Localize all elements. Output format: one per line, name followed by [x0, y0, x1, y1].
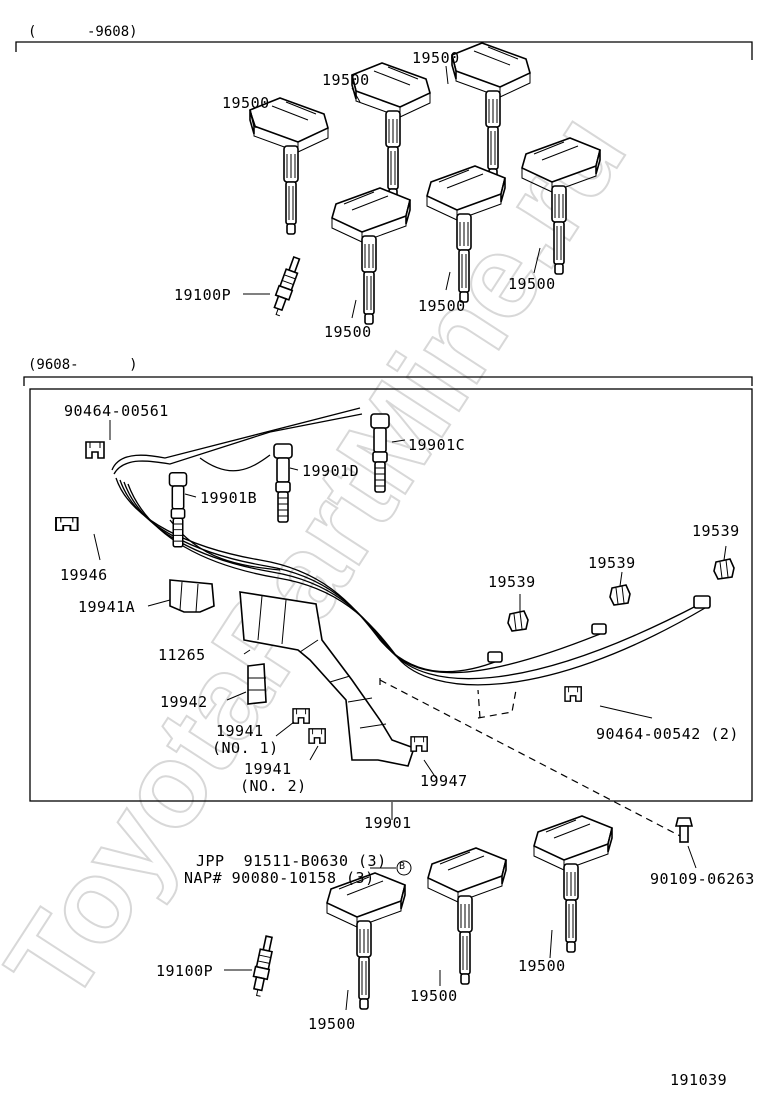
label-plug-low: 19100P [156, 962, 214, 980]
label-coil-3: 19500 [508, 275, 556, 293]
label-coil-low-1: 19500 [518, 957, 566, 975]
cord-set-frame [29, 388, 753, 802]
label-coil-5: 19500 [324, 323, 372, 341]
clamp-90464-00542 [564, 686, 582, 702]
label-cap-2: 19539 [588, 554, 636, 572]
label-clamp-no2-number: 19941 [244, 760, 292, 778]
label-holder-19946: 19946 [60, 566, 108, 584]
ignition-coil-4 [331, 187, 411, 325]
label-coil-top: 19500 [412, 49, 460, 67]
cord-end-3 [693, 595, 711, 609]
early-range-label: ( -9608) [28, 24, 138, 40]
spark-plug-boot-d [273, 443, 293, 523]
ignition-coil-low-1 [326, 872, 406, 1010]
ignition-cords [111, 407, 706, 686]
cord-end-1 [487, 651, 503, 663]
ignition-coil-low-3 [533, 815, 613, 953]
cord-cover [239, 591, 416, 767]
label-clamp-no2-variant: (NO. 2) [240, 777, 307, 795]
label-coil-low-3: 19500 [308, 1015, 356, 1033]
clamp-19941-no2 [308, 728, 326, 744]
label-cap-1: 19539 [488, 573, 536, 591]
label-clamp-561: 90464-00561 [64, 402, 169, 420]
cap-19539-3 [713, 558, 735, 580]
clamp-19947 [410, 736, 428, 752]
cap-19539-1 [507, 610, 529, 632]
spark-plug-low [248, 934, 277, 998]
spark-plug-boot-c [370, 413, 390, 493]
clamp-19942 [247, 663, 267, 705]
bolt-marker-letter: B [399, 861, 406, 872]
clamp-90464-00561 [85, 441, 105, 459]
late-section-bracket [23, 376, 753, 386]
cord-end-2 [591, 623, 607, 635]
label-clamp-no1-variant: (NO. 1) [212, 739, 279, 757]
holder-19946 [55, 516, 79, 532]
ignition-coil-5 [426, 165, 506, 303]
label-coil-4: 19500 [418, 297, 466, 315]
early-section-bracket [15, 41, 753, 60]
label-clamp-542: 90464-00542 (2) [596, 725, 739, 743]
cap-19539-2 [609, 584, 631, 606]
label-clamp-no1-number: 19941 [216, 722, 264, 740]
label-cord-set: 19901 [364, 814, 412, 832]
ignition-coil-6 [521, 137, 601, 275]
label-clamp-19942: 19942 [160, 693, 208, 711]
label-bolt-nap: NAP# 90080-10158 (3) [184, 869, 375, 887]
bolt-90109 [674, 817, 694, 843]
label-coil-low-2: 19500 [410, 987, 458, 1005]
label-coil-1: 19500 [322, 71, 370, 89]
ignition-coil-3 [451, 42, 531, 180]
figure-number: 191039 [670, 1071, 728, 1089]
label-cord-c: 19901C [408, 436, 466, 454]
label-clamp-19941a: 19941A [78, 598, 136, 616]
label-cover-11265: 11265 [158, 646, 206, 664]
label-cap-3: 19539 [692, 522, 740, 540]
clamp-19941a [169, 579, 215, 613]
label-clamp-19947: 19947 [420, 772, 468, 790]
label-coil-2: 19500 [222, 94, 270, 112]
clamp-19941-no1 [292, 708, 310, 724]
bolt-marker-circle [396, 860, 412, 876]
late-range-label: (9608- ) [28, 357, 138, 373]
ignition-coil-low-2 [427, 847, 507, 985]
label-cord-b: 19901B [200, 489, 258, 507]
ignition-coil-1 [249, 97, 329, 235]
label-bolt-90109: 90109-06263 [650, 870, 755, 888]
label-plug-top: 19100P [174, 286, 232, 304]
label-cord-d: 19901D [302, 462, 360, 480]
label-bolt-jpp: JPP 91511-B0630 (3) [196, 852, 387, 870]
spark-plug-top [268, 254, 305, 318]
